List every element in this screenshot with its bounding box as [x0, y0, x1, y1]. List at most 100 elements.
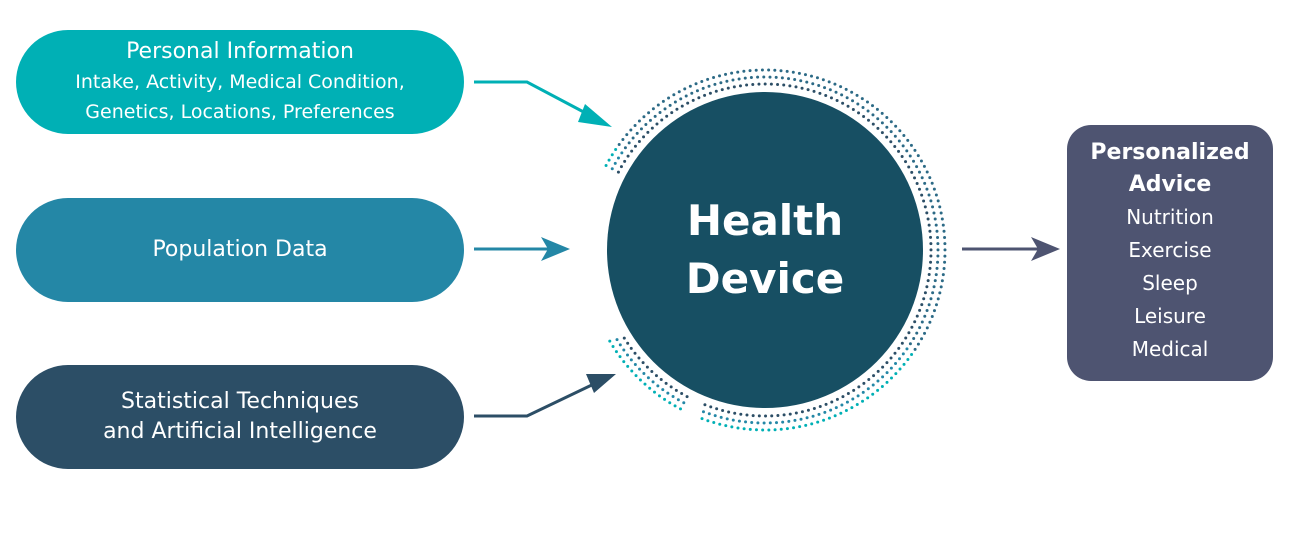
ring-dot	[670, 111, 674, 115]
ring-dot	[862, 381, 866, 385]
ring-dot	[912, 159, 916, 163]
ring-dot	[782, 413, 786, 417]
ring-dot	[812, 89, 816, 93]
ring-dot	[690, 91, 694, 95]
ring-dot	[756, 75, 760, 79]
advice-item: Leisure	[1134, 304, 1206, 328]
ring-dot	[925, 211, 929, 215]
ring-dot	[913, 347, 917, 351]
population-data-box: Population Data	[16, 198, 464, 302]
ring-dot	[661, 99, 665, 103]
ring-dot	[798, 425, 802, 429]
ring-dot	[686, 101, 690, 105]
ring-dot	[871, 392, 875, 396]
ring-dot	[865, 100, 869, 104]
ring-dot	[923, 205, 927, 209]
ring-dot	[860, 97, 864, 101]
ring-dot	[743, 76, 747, 80]
ring-dot	[844, 409, 848, 413]
ring-dot	[633, 351, 637, 355]
ring-dot	[800, 86, 804, 90]
dotted-rings	[604, 68, 947, 432]
ring-dot	[840, 93, 844, 97]
ring-dot	[928, 266, 932, 270]
ring-dot	[757, 82, 761, 86]
ring-dot	[721, 408, 725, 412]
ring-dot	[623, 146, 627, 150]
ring-dot	[833, 414, 837, 418]
ring-dot	[923, 331, 927, 335]
ring-dot	[657, 394, 661, 398]
ring-dot	[744, 420, 748, 424]
ring-dot	[898, 357, 902, 361]
ring-dot	[633, 363, 637, 367]
ring-dot	[901, 352, 905, 356]
ring-dot	[885, 135, 889, 139]
ring-dot	[684, 94, 688, 98]
ring-dot	[940, 217, 944, 221]
ring-dot	[622, 348, 626, 352]
ring-dot	[742, 427, 746, 431]
ring-dot	[708, 91, 712, 95]
personal-information-box: Personal Information Intake, Activity, M…	[16, 30, 464, 134]
ring-dot	[604, 163, 608, 167]
ring-dot	[915, 182, 919, 186]
ring-dot	[610, 167, 614, 171]
ring-dot	[918, 308, 922, 312]
ring-dot	[622, 336, 626, 340]
ring-dot	[614, 350, 618, 354]
ring-dot	[932, 211, 936, 215]
ring-dot	[648, 386, 652, 390]
ring-dot	[866, 396, 870, 400]
ring-dot	[623, 159, 627, 163]
ring-dot	[725, 417, 729, 421]
ring-dot	[651, 380, 655, 384]
ring-dot	[885, 371, 889, 375]
ring-dot	[824, 94, 828, 98]
ring-dot	[906, 138, 910, 142]
ring-dot	[724, 72, 728, 76]
ring-dot	[663, 107, 667, 111]
ring-dot	[872, 374, 876, 378]
ring-dot	[910, 352, 914, 356]
ring-dot	[645, 365, 649, 369]
ring-dot	[774, 75, 778, 79]
ring-dot	[931, 291, 935, 295]
ring-dot	[850, 90, 854, 94]
center-line: Health	[686, 196, 844, 245]
ring-dot	[655, 122, 659, 126]
ring-dot	[889, 366, 893, 370]
ring-dot	[697, 96, 701, 100]
ring-dot	[811, 414, 815, 418]
ring-dot	[933, 279, 937, 283]
ring-dot	[668, 401, 672, 405]
ring-dot	[827, 416, 831, 420]
personal-information-detail: Genetics, Locations, Preferences	[85, 101, 395, 123]
ring-dot	[637, 139, 641, 143]
ring-dot	[799, 79, 803, 83]
ring-dot	[730, 71, 734, 75]
ring-dot	[855, 403, 859, 407]
ring-dot	[806, 408, 810, 412]
ring-dot	[893, 134, 897, 138]
ring-dot	[680, 392, 684, 396]
ring-dot	[806, 88, 810, 92]
ring-dot	[637, 356, 641, 360]
ring-dot	[761, 428, 765, 432]
ring-dot	[936, 248, 940, 252]
ring-dot	[633, 144, 637, 148]
ring-dot	[809, 74, 813, 78]
ring-dot	[828, 88, 832, 92]
ring-dot	[666, 391, 670, 395]
ring-dot	[917, 170, 921, 174]
ring-dot	[871, 122, 875, 126]
ring-dot	[929, 242, 933, 246]
ring-dot	[822, 418, 826, 422]
ring-dot	[629, 358, 633, 362]
ring-dot	[928, 320, 932, 324]
ring-dot	[646, 130, 650, 134]
ring-dot	[830, 400, 834, 404]
ring-dot	[855, 93, 859, 97]
ring-dot	[930, 314, 934, 318]
ring-dot	[840, 403, 844, 407]
